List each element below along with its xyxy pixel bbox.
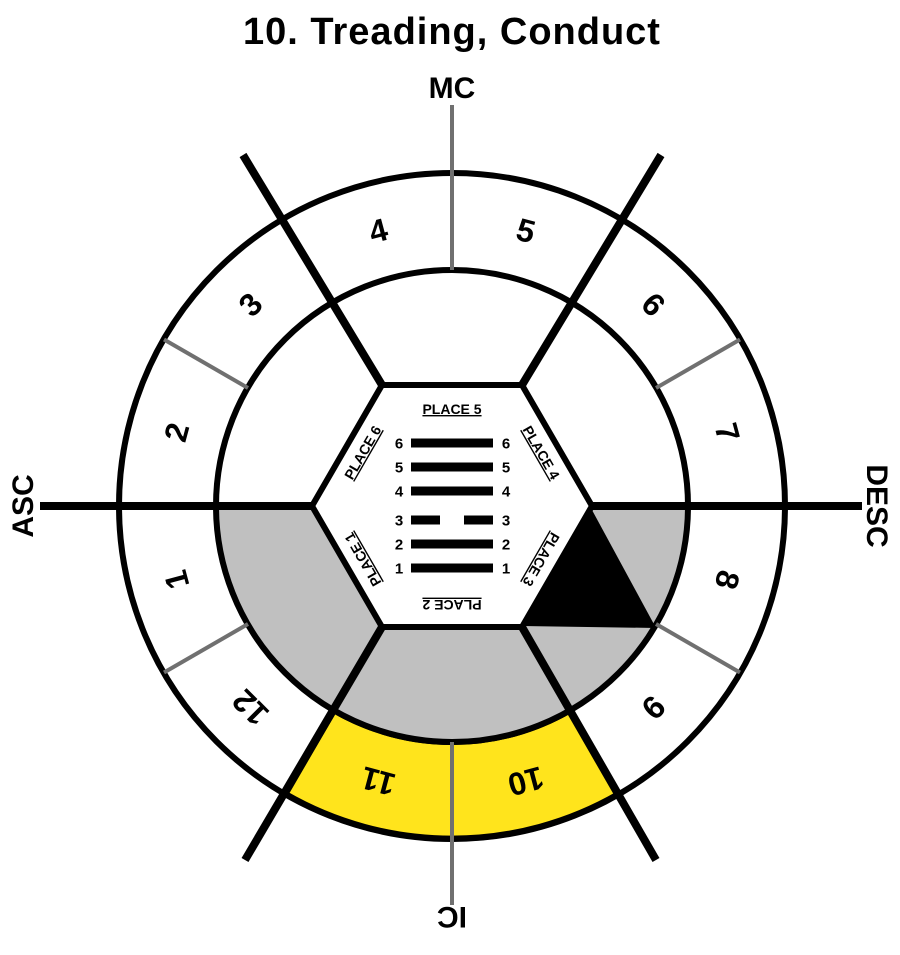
line-number-right: 1: [502, 561, 510, 578]
line-number-right: 6: [502, 436, 510, 453]
line-number-right: 5: [502, 460, 510, 477]
asc-label: ASC: [7, 474, 40, 537]
mc-label: MC: [429, 72, 476, 105]
hexagram: 1 1 2 2 3 3 4 4 5 5 6 6: [395, 436, 511, 578]
line-number-left: 2: [395, 537, 403, 554]
black-triangle: [522, 510, 656, 628]
hexagram-line-5-solid: [411, 462, 493, 472]
house-dividers: [162, 105, 742, 905]
hexagram-line-6-solid: [411, 438, 493, 448]
hexagram-line-2-solid: [411, 539, 493, 549]
line-number-left: 4: [395, 484, 404, 501]
place-5-label: PLACE 5: [422, 401, 481, 417]
hexagram-line-3-broken: [464, 515, 493, 525]
line-number-right: 3: [502, 513, 510, 530]
place-2-label: PLACE 2: [422, 597, 481, 613]
line-number-left: 6: [395, 436, 403, 453]
line-number-left: 5: [395, 460, 403, 477]
center-hexagon: [308, 382, 596, 630]
line-number-left: 1: [395, 561, 403, 578]
diagram-title: 10. Treading, Conduct: [243, 11, 661, 53]
desc-label: DESC: [860, 464, 893, 547]
hexagram-line-4-solid: [411, 486, 493, 496]
spokes: [40, 152, 862, 863]
ic-label: IC: [437, 900, 467, 933]
hexagram-line-3-broken: [411, 515, 440, 525]
line-number-right: 2: [502, 537, 510, 554]
line-number-right: 4: [502, 484, 511, 501]
line-number-left: 3: [395, 513, 403, 530]
hexagram-line-1-solid: [411, 563, 493, 573]
